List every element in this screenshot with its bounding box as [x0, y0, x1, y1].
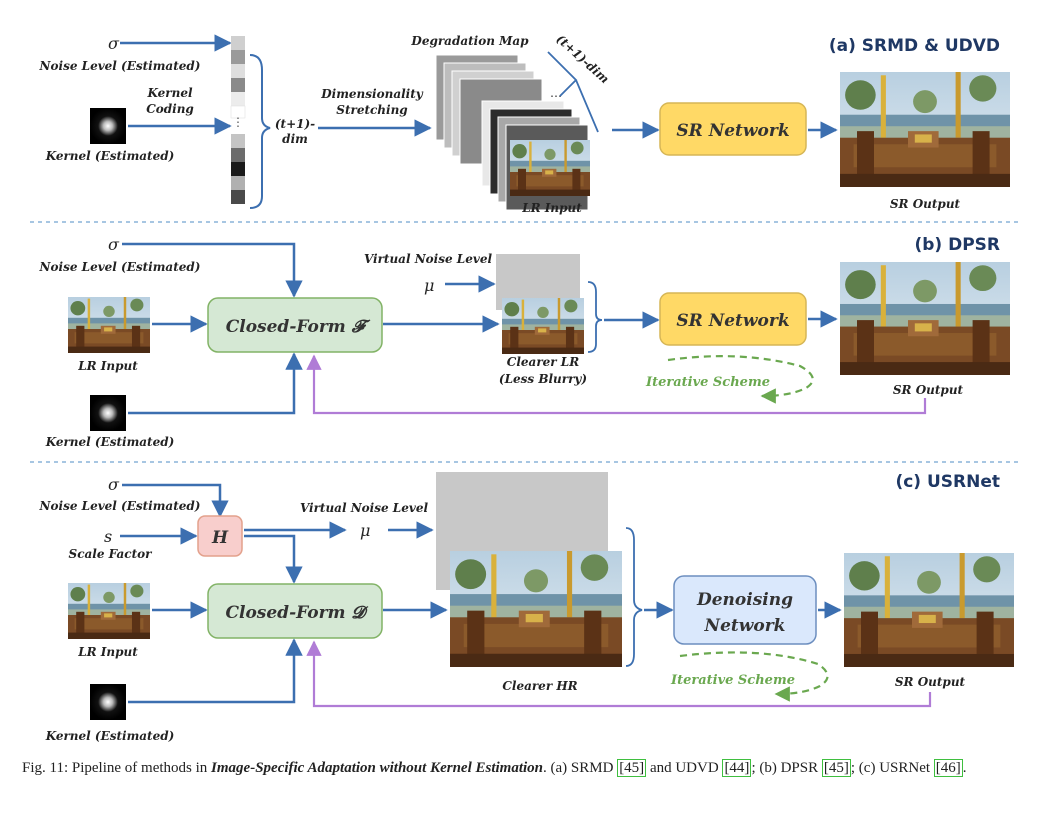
b-brace: [587, 281, 603, 353]
c-brace: [625, 527, 643, 667]
section-b-title: (b) DPSR: [914, 235, 1000, 255]
b-arrow-noise: [122, 242, 303, 298]
c-lr-input-label: LR Input: [77, 645, 138, 659]
b-iterative-loop: [667, 355, 814, 404]
c-arrow-h-down: [244, 534, 303, 584]
b-kernel-image: [90, 395, 126, 431]
c-sigma: σ: [108, 475, 120, 494]
a-dim-stretch-2: Stretching: [336, 103, 407, 117]
b-sr-output-image: [840, 262, 1010, 375]
a-sr-output-image: [840, 72, 1010, 187]
b-lr-input-image: [68, 297, 150, 353]
c-virtual-noise-label: Virtual Noise Level: [300, 501, 429, 515]
a-noise-label: Noise Level (Estimated): [39, 59, 201, 73]
b-clearer-lr-label-2: (Less Blurry): [499, 372, 587, 386]
a-kernel-image: [90, 108, 126, 144]
caption-ref-3[interactable]: [45]: [821, 759, 851, 777]
c-closed-form-label: Closed-Form 𝓓: [225, 603, 368, 623]
caption-ref-2[interactable]: [44]: [722, 759, 752, 777]
b-feedback-line: [306, 354, 927, 415]
a-kernel-label: Kernel (Estimated): [45, 149, 175, 163]
c-denoising-label-1: Denoising: [696, 590, 793, 610]
b-mu: μ: [424, 276, 434, 295]
a-tdim-brace: [547, 51, 599, 133]
a-dim-label-1: (t+1)-: [275, 117, 315, 131]
b-clearer-lr-image: [502, 298, 584, 354]
a-tdim-label: (t+1)-dim: [553, 32, 611, 87]
a-brace: [249, 54, 271, 209]
caption-emph: Image-Specific Adaptation without Kernel…: [211, 760, 544, 776]
svg-text:⋯: ⋯: [550, 89, 562, 103]
b-arrow-kernel: [128, 352, 303, 415]
b-sr-output-label: SR Output: [893, 383, 964, 397]
caption-mid3: ; (b) DPSR: [751, 760, 822, 776]
c-clearer-hr-image: [450, 551, 622, 667]
caption-mid2: and UDVD: [646, 760, 723, 776]
c-clearer-hr-label: Clearer HR: [502, 679, 577, 693]
caption-prefix: Fig. 11: Pipeline of methods in: [22, 760, 212, 776]
section-a-title: (a) SRMD & UDVD: [829, 36, 1000, 56]
b-clearer-lr-label-1: Clearer LR: [507, 355, 579, 369]
c-denoising-label-2: Network: [704, 616, 786, 636]
a-dim-label-2: dim: [282, 132, 308, 146]
c-iterative-loop: [679, 651, 829, 702]
c-sr-output-label: SR Output: [895, 675, 966, 689]
caption-mid1: . (a) SRMD: [543, 760, 618, 776]
a-degradation-map-label: Degradation Map: [410, 34, 529, 48]
c-arrow-noise: [122, 483, 229, 518]
a-sr-network-box: [659, 102, 807, 156]
b-virtual-noise-label: Virtual Noise Level: [364, 252, 493, 266]
b-closed-form-label: Closed-Form 𝓕: [226, 317, 371, 337]
b-lr-input-label: LR Input: [77, 359, 138, 373]
c-noise-label: Noise Level (Estimated): [39, 499, 201, 513]
caption-ref-4[interactable]: [46]: [933, 759, 963, 777]
c-denoising-box: [673, 575, 817, 645]
c-scale-factor-label: Scale Factor: [69, 547, 154, 561]
svg-text:⋮: ⋮: [232, 115, 244, 129]
a-sigma: σ: [108, 34, 120, 53]
c-sr-output-image: [844, 553, 1014, 667]
a-dim-stretch-1: Dimensionality: [320, 87, 424, 101]
c-h-label: H: [211, 528, 229, 548]
caption-ref-1[interactable]: [45]: [617, 759, 647, 777]
a-degradation-stack: ⋯: [435, 54, 590, 211]
b-kernel-label: Kernel (Estimated): [45, 435, 175, 449]
a-sr-network-label: SR Network: [676, 121, 789, 141]
c-kernel-image: [90, 684, 126, 720]
a-sr-output-label: SR Output: [890, 197, 961, 211]
a-lr-input-label: LR Input: [521, 201, 582, 215]
caption-suffix: .: [962, 760, 967, 776]
caption-mid4: ; (c) USRNet: [850, 760, 934, 776]
a-kernel-coding-2: Coding: [146, 102, 194, 116]
c-closed-form-box: [207, 583, 383, 639]
figure-caption: Fig. 11: Pipeline of methods in Image-Sp…: [22, 757, 1032, 779]
b-sigma: σ: [108, 235, 120, 254]
c-s: s: [104, 527, 112, 546]
c-h-box: [197, 515, 243, 557]
c-arrow-kernel: [128, 638, 303, 704]
c-mu: μ: [360, 521, 370, 540]
c-feedback-line: [306, 640, 932, 708]
section-c-title: (c) USRNet: [895, 472, 1000, 492]
c-lr-input-image: [68, 583, 150, 639]
a-kernel-coding-1: Kernel: [146, 86, 192, 100]
a-code-vector: ⋮: [230, 36, 246, 204]
b-iterative-label: Iterative Scheme: [645, 375, 770, 390]
c-iterative-label: Iterative Scheme: [670, 673, 795, 688]
c-kernel-label: Kernel (Estimated): [45, 729, 175, 743]
b-sr-network-box: [659, 292, 807, 346]
b-noise-label: Noise Level (Estimated): [39, 260, 201, 274]
b-closed-form-box: [207, 297, 383, 353]
b-sr-network-label: SR Network: [676, 311, 789, 331]
